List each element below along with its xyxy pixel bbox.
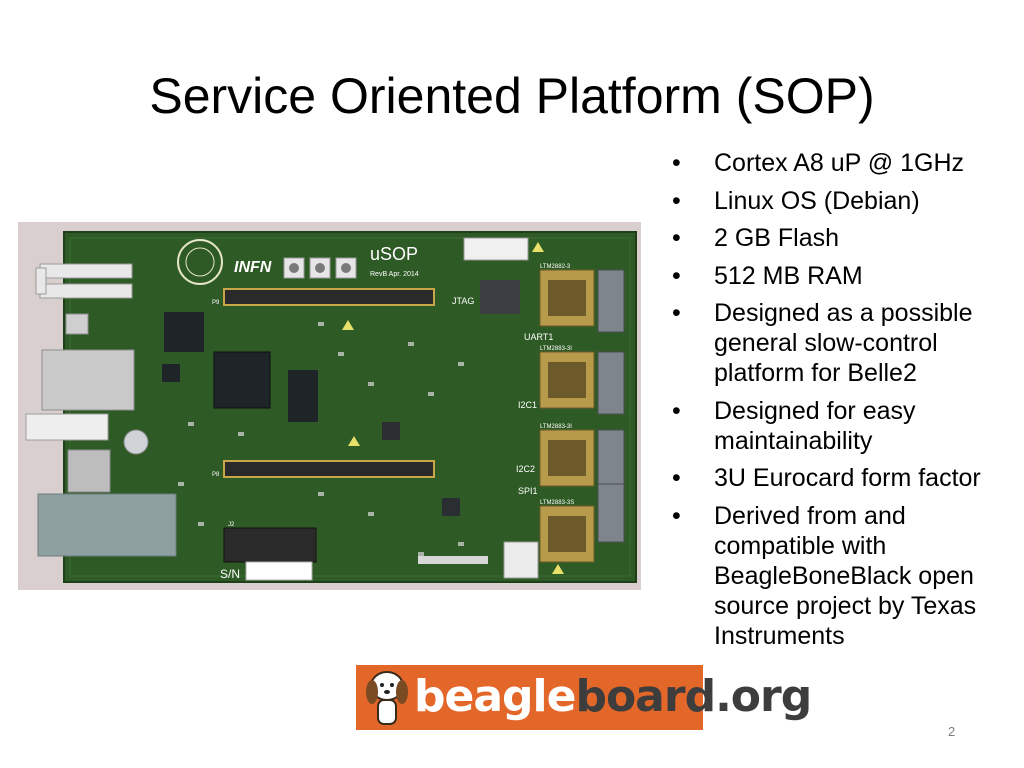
bullet-item: Linux OS (Debian) [672,186,1017,216]
svg-text:I2C1: I2C1 [518,400,537,410]
slide-title: Service Oriented Platform (SOP) [149,68,875,124]
university-seal-icon [177,239,223,285]
usb-host-connector [25,413,109,441]
beagleboard-wordmark: beagleboard.org [414,671,812,722]
white-connector [503,541,539,579]
infn-logo: INFN [234,259,272,276]
pin-row [418,556,488,564]
sd-card-slot [67,449,111,493]
esd-warning-icon [342,242,564,574]
svg-text:LTM2883-3S: LTM2883-3S [540,500,574,506]
jtag-chip [480,280,520,314]
expansion-header-p8 [223,460,435,478]
power-connector [37,493,177,557]
flash-chip [288,370,318,422]
serial-number-label [245,561,313,581]
top-connector [463,237,529,261]
beagleboard-logo: beagleboard.org [356,665,812,730]
processor-chip [213,351,271,409]
svg-text:LTM2883-3I: LTM2883-3I [540,346,572,352]
bullet-item: Designed as a possible general slow-cont… [672,298,1017,388]
svg-text:P8: P8 [212,472,220,478]
capacitor [123,429,149,455]
expansion-header-p9 [223,288,435,306]
bullet-item: Cortex A8 uP @ 1GHz [672,148,1017,178]
svg-text:UART1: UART1 [524,332,553,342]
bullet-item: 512 MB RAM [672,261,1017,291]
memory-chip [164,312,204,352]
bullet-list: Cortex A8 uP @ 1GHz Linux OS (Debian) 2 … [672,148,1017,658]
bullet-item: Designed for easy maintainability [672,396,1017,456]
svg-text:JTAG: JTAG [452,296,474,306]
beagle-dog-icon [366,671,408,725]
spi-chip [442,498,460,516]
bullet-item: 3U Eurocard form factor [672,463,1017,493]
j2-connector [223,527,317,563]
page-number: 2 [948,724,956,739]
small-chip [162,364,180,382]
i2c-chip [382,422,400,440]
bullet-item: Derived from and compatible with BeagleB… [672,501,1017,651]
pcb-board-image: INFN uSOP RevB Apr. 2014 [18,222,641,590]
svg-text:J2: J2 [228,522,235,528]
bullet-item: 2 GB Flash [672,223,1017,253]
mini-usb-connector [65,313,89,335]
board-title: uSOP [370,244,418,264]
header-pins-left [35,263,133,299]
svg-text:LTM2883-3I: LTM2883-3I [540,424,572,430]
svg-text:LTM2882-3: LTM2882-3 [540,264,571,270]
svg-text:P9: P9 [212,300,220,306]
right-connectors [597,269,625,543]
ethernet-connector [41,349,135,411]
svg-text:SPI1: SPI1 [518,486,538,496]
svg-text:I2C2: I2C2 [516,464,535,474]
svg-text:S/N: S/N [220,567,240,581]
board-revision: RevB Apr. 2014 [370,271,419,278]
